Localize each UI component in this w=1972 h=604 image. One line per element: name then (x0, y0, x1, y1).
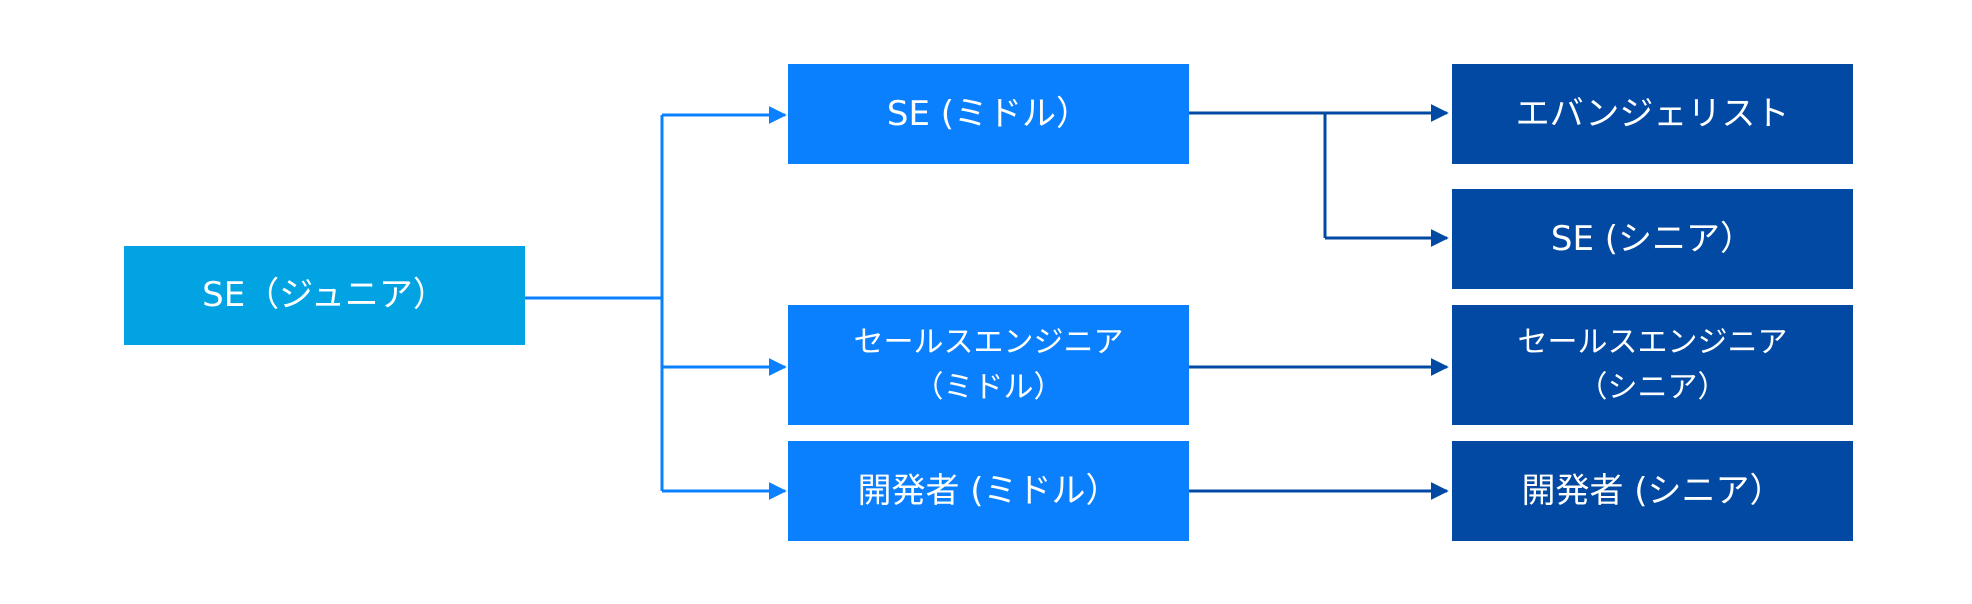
node-evangelist: エバンジェリスト (1452, 64, 1853, 164)
node-evangelist-label: エバンジェリスト (1515, 93, 1790, 134)
node-se-senior-label: SE (シニア） (1550, 218, 1755, 259)
node-dev-middle-label: 開発者 (ミドル） (857, 470, 1120, 511)
node-se-middle: SE (ミドル） (788, 64, 1189, 164)
node-sales-middle: セールスエンジニア （ミドル） (788, 305, 1189, 425)
node-se-senior: SE (シニア） (1452, 189, 1853, 289)
node-dev-middle: 開発者 (ミドル） (788, 441, 1189, 541)
node-se-junior-label: SE（ジュニア） (202, 275, 447, 316)
node-se-junior: SE（ジュニア） (124, 246, 525, 345)
node-sales-middle-label-line2: （ミドル） (913, 370, 1064, 405)
node-se-middle-label: SE (ミドル） (886, 93, 1091, 134)
node-sales-middle-label-line1: セールスエンジニア (853, 325, 1124, 360)
node-dev-senior: 開発者 (シニア） (1452, 441, 1853, 541)
node-sales-senior: セールスエンジニア （シニア） (1452, 305, 1853, 425)
node-dev-senior-label: 開発者 (シニア） (1521, 470, 1784, 511)
node-sales-senior-label-line1: セールスエンジニア (1517, 325, 1788, 360)
node-sales-senior-label-line2: （シニア） (1577, 370, 1728, 405)
